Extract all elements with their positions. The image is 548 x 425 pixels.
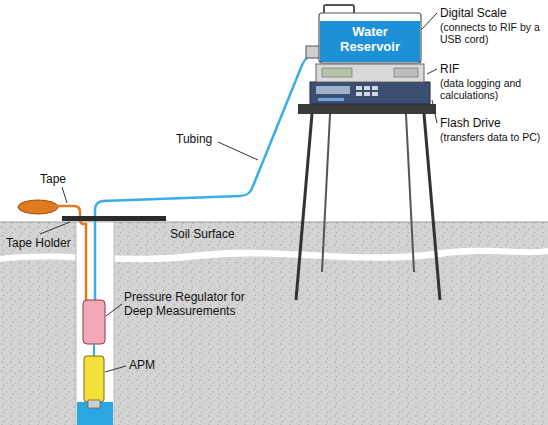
scale-display: [322, 68, 352, 77]
rif-key: [372, 92, 378, 96]
part-label: Flash Drive: [440, 116, 501, 130]
scale-panel: [394, 68, 418, 77]
pressure-regulator: [83, 300, 105, 344]
tape-holder-plate: [62, 216, 166, 221]
part-label: RIF: [440, 62, 459, 76]
table-leg: [296, 114, 312, 300]
rif-display: [316, 86, 350, 94]
table-leg: [322, 114, 330, 272]
part-label: Tubing: [176, 132, 212, 146]
reservoir-water: [320, 21, 420, 62]
rif-key: [364, 86, 370, 90]
part-label: Digital Scale: [440, 6, 507, 20]
leader-line: [62, 187, 67, 203]
flash-drive: [318, 98, 344, 101]
soil: [0, 222, 548, 425]
leader-line: [105, 366, 126, 372]
leader-line: [432, 100, 437, 123]
leader-line: [106, 304, 122, 316]
node-text: Water Reservoir: [330, 24, 410, 54]
table-leg: [424, 114, 440, 300]
rif-key: [356, 86, 362, 90]
rif-key: [356, 92, 362, 96]
leader-line: [218, 142, 258, 160]
part-note: (connects to RIF by a USB cord): [440, 21, 544, 45]
part-label: APM: [129, 358, 155, 372]
part-note: (transfers data to PC): [440, 131, 544, 143]
reservoir-valve: [306, 46, 320, 58]
part-label: Tape: [40, 172, 66, 186]
leader-line: [427, 69, 437, 74]
apm-tip: [88, 400, 100, 408]
regulator-tube: [93, 344, 95, 356]
part-label: Soil Surface: [170, 227, 235, 241]
apm-body: [84, 356, 104, 402]
tubing: [95, 54, 312, 300]
water-reservoir: Water Reservoir: [318, 4, 422, 64]
part-label: Pressure Regulator for Deep Measurements: [124, 290, 252, 318]
rif-key: [364, 92, 370, 96]
reservoir-body: [319, 13, 421, 63]
tape-reel: [18, 200, 58, 214]
part-label: Tape Holder: [6, 236, 71, 250]
table-leg: [406, 114, 414, 272]
rif-unit: [310, 82, 430, 104]
leader-line: [40, 222, 70, 234]
table-top: [298, 104, 436, 114]
digital-scale: [316, 64, 424, 82]
rif-key: [372, 86, 378, 90]
leader-line: [421, 13, 437, 30]
part-note: (data logging and calculations): [440, 77, 544, 101]
